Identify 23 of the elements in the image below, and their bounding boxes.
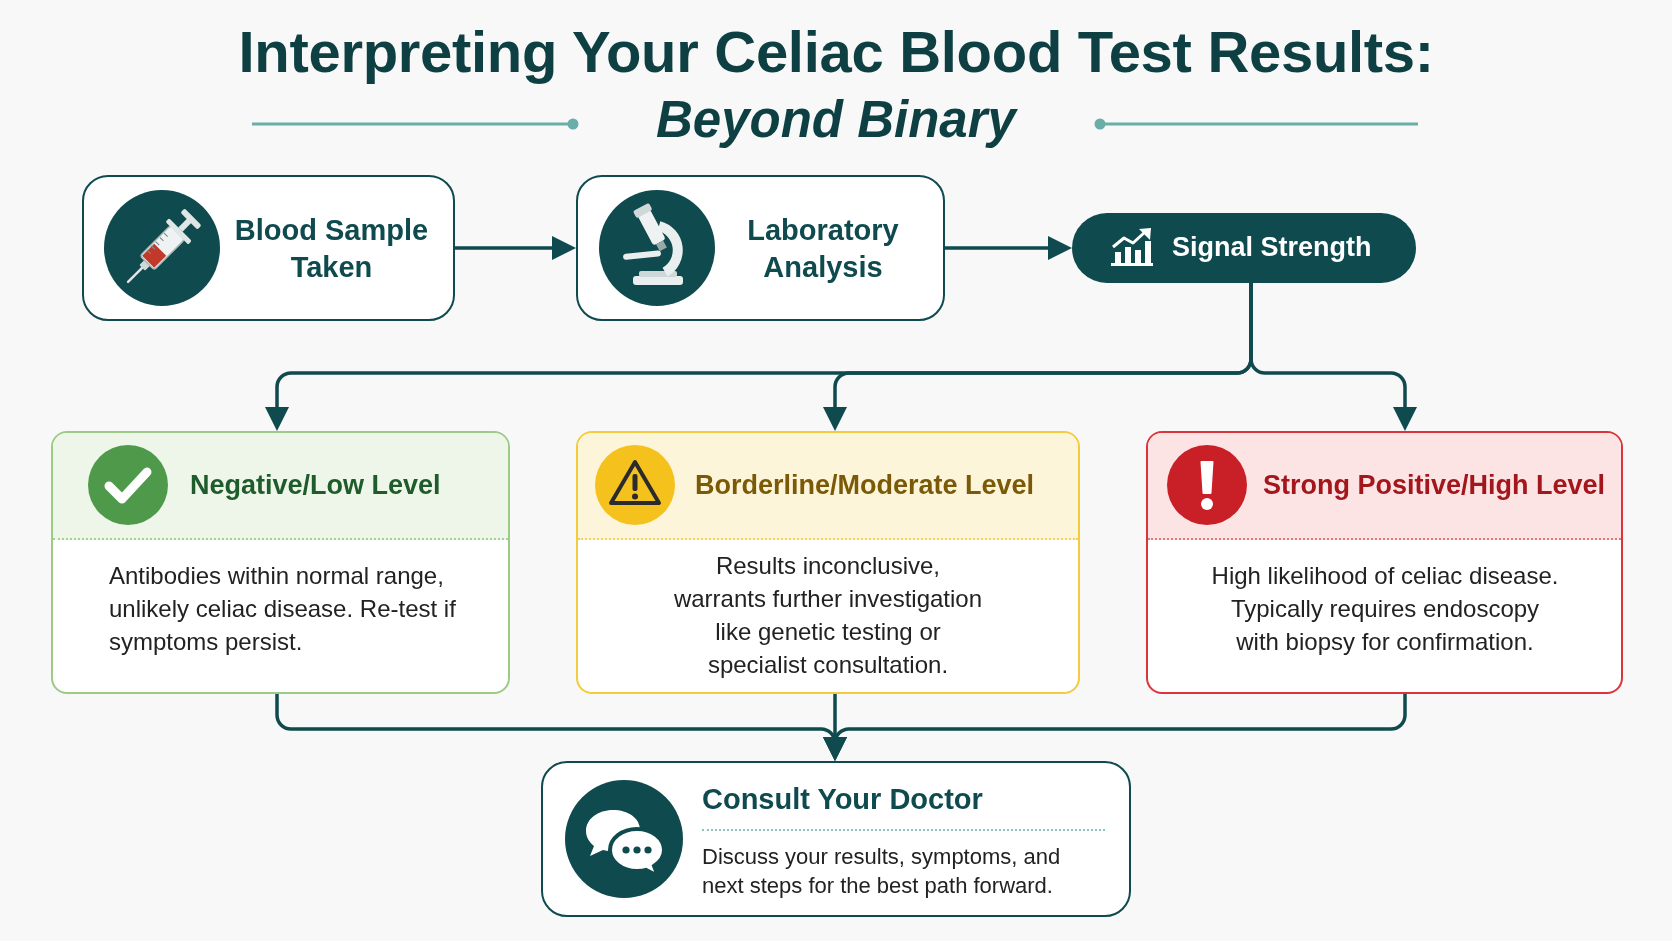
subtitle: Beyond Binary bbox=[656, 90, 1016, 150]
arrow bbox=[1249, 283, 1417, 431]
card-text: High likelihood of celiac disease. Typically requires endoscopy with biopsy for confirmation. bbox=[1210, 561, 1560, 657]
result-card bbox=[51, 431, 510, 694]
process-box bbox=[576, 175, 945, 321]
card-heading: Negative/Low Level bbox=[190, 469, 441, 502]
arrow bbox=[945, 236, 1072, 260]
page-title: Interpreting Your Celiac Blood Test Results: bbox=[238, 18, 1434, 86]
result-card bbox=[1146, 431, 1623, 694]
card-heading: Borderline/Moderate Level bbox=[695, 469, 1035, 502]
box-heading: Consult Your Doctor bbox=[702, 782, 983, 817]
step-label: Blood Sample Taken bbox=[233, 213, 430, 285]
pill-label: Signal Strength bbox=[1172, 231, 1372, 264]
card-text: Results inconclusive, warrants further investigation like genetic testing or specialist consultation. bbox=[672, 551, 984, 680]
arrow bbox=[823, 694, 1407, 761]
card-heading: Strong Positive/High Level bbox=[1263, 469, 1606, 502]
arrow bbox=[455, 236, 576, 260]
step-label: Laboratory Analysis bbox=[746, 213, 900, 285]
process-box bbox=[82, 175, 455, 321]
box-text: Discuss your results, symptoms, and next steps for the best path forward. bbox=[702, 843, 1062, 900]
result-card bbox=[576, 431, 1080, 694]
card-text: Antibodies within normal range, unlikely celiac disease. Re-test if symptoms persist. bbox=[109, 561, 457, 657]
action-box bbox=[541, 761, 1131, 917]
